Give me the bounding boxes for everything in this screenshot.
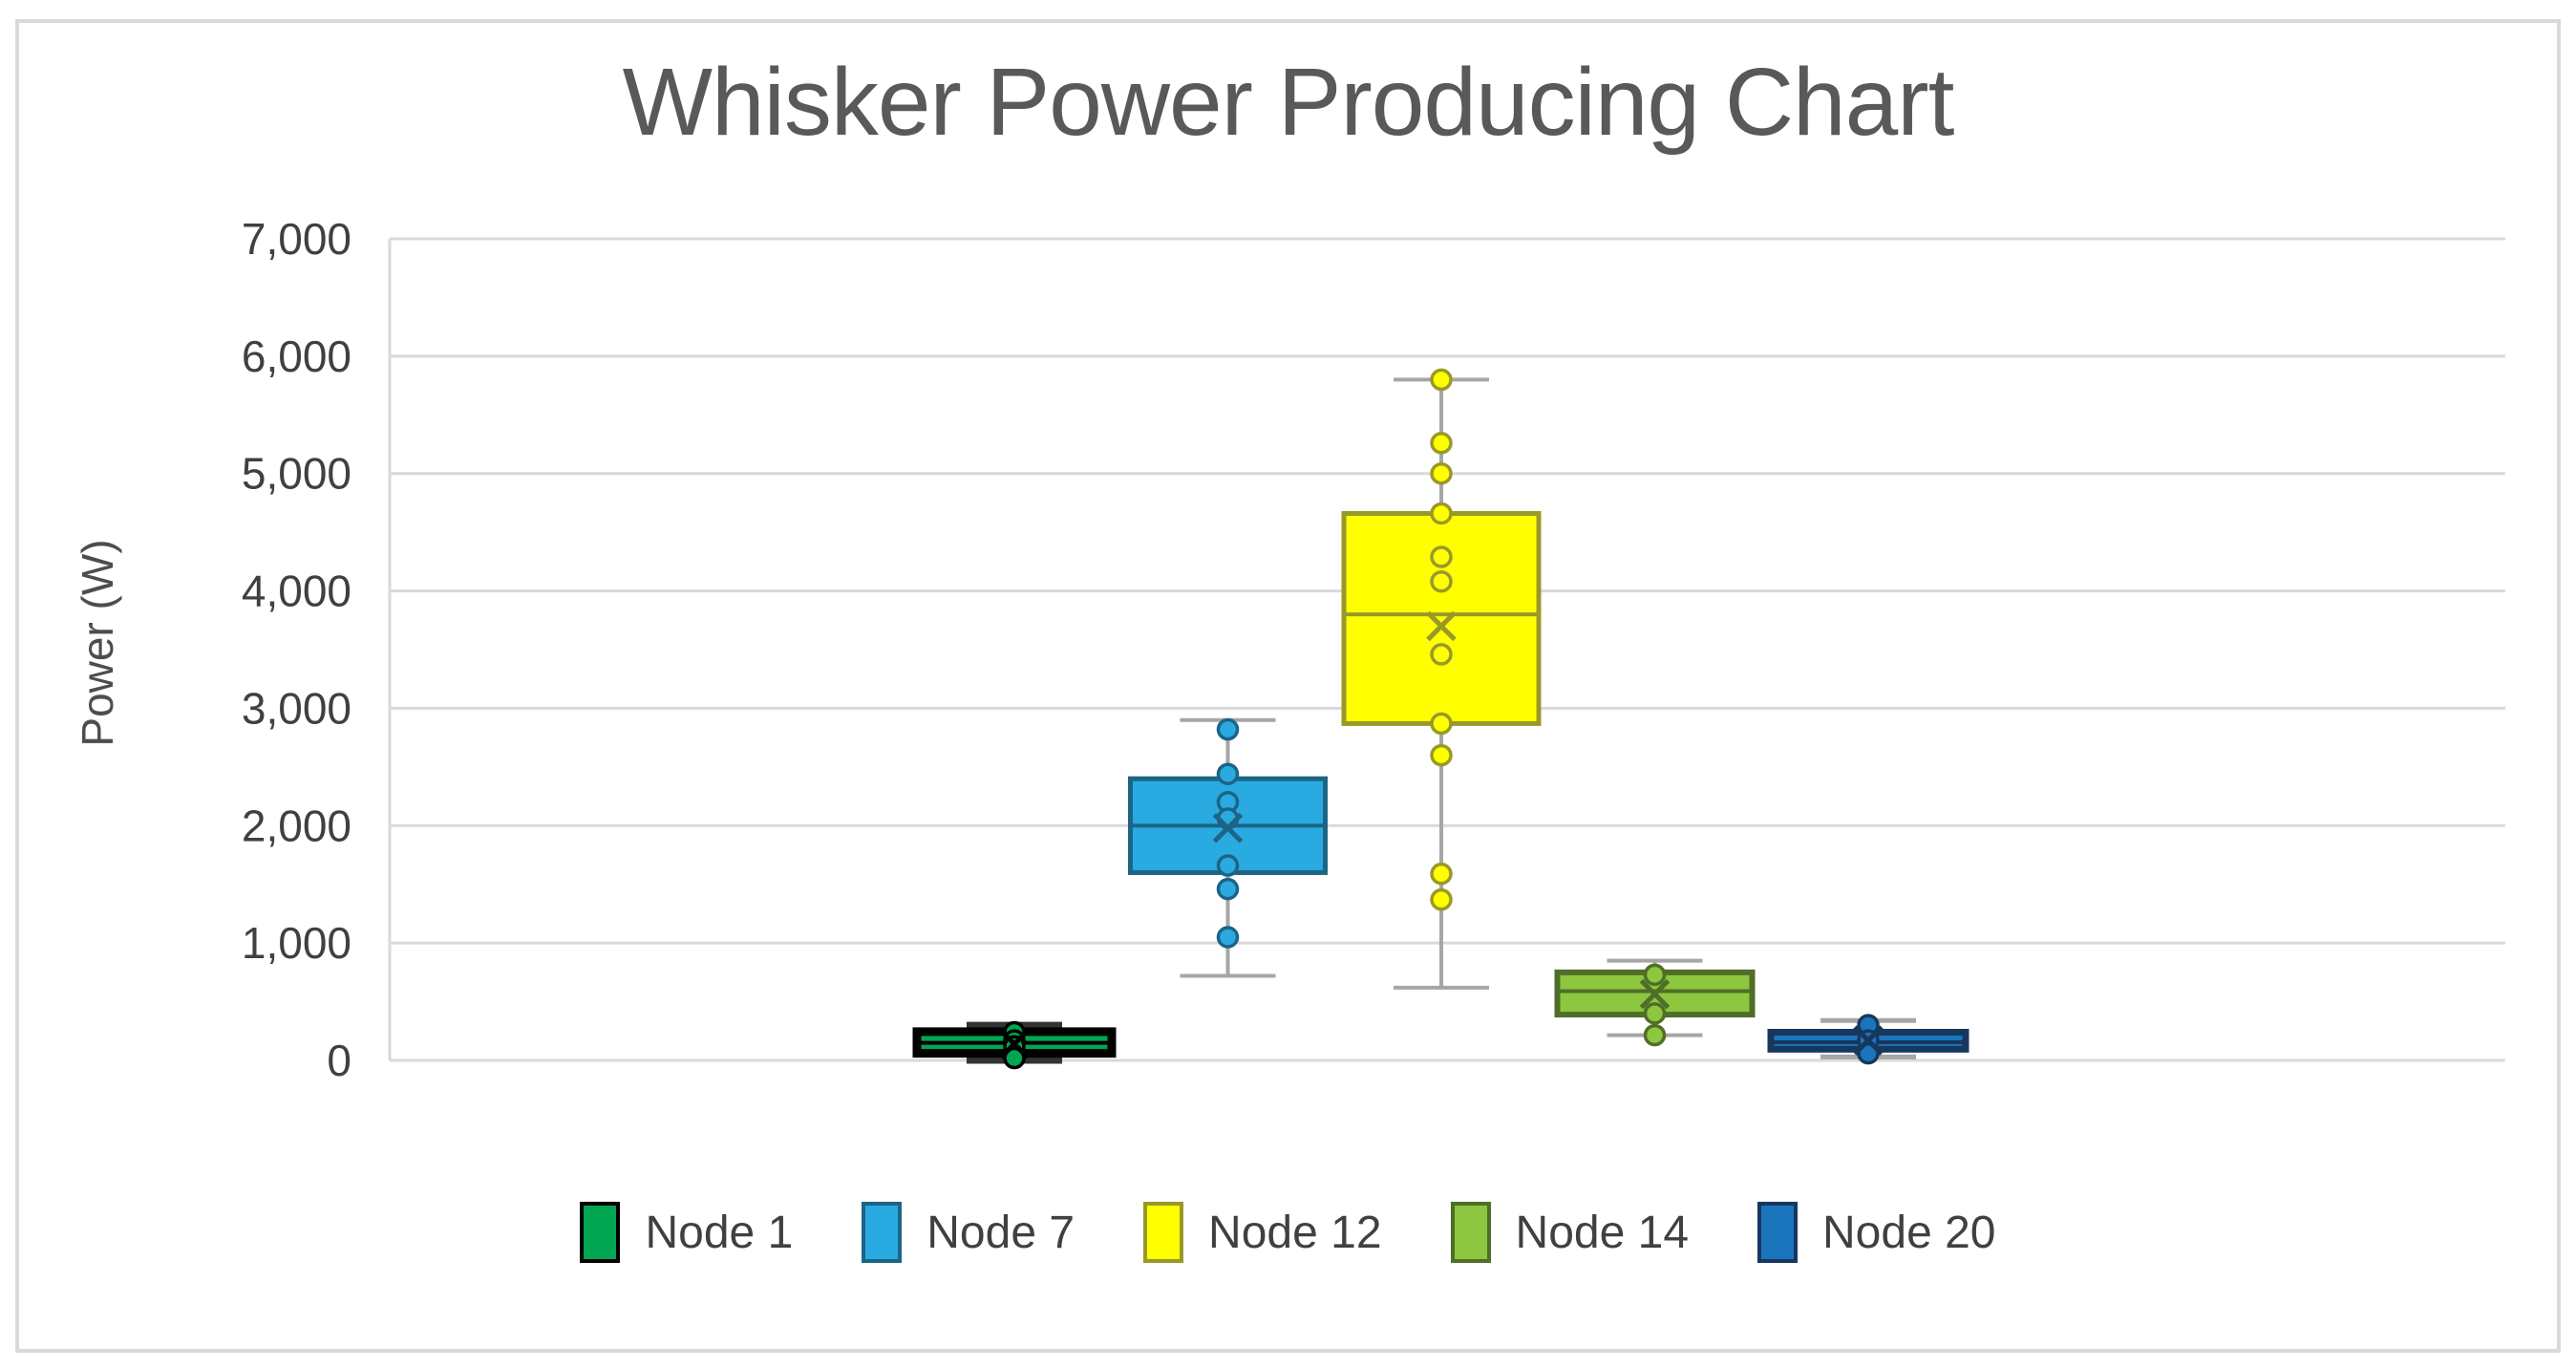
data-point-node-7 <box>1216 877 1240 901</box>
data-point-node-12 <box>1430 432 1453 455</box>
data-point-node-12 <box>1430 643 1453 666</box>
legend-swatch-node-12 <box>1143 1202 1184 1263</box>
legend-item-node-12: Node 12 <box>1143 1202 1382 1263</box>
data-point-node-14 <box>1643 1002 1667 1025</box>
data-point-node-7 <box>1216 854 1240 877</box>
y-tick-label: 1,000 <box>242 918 351 968</box>
legend-label-node-12: Node 12 <box>1208 1207 1382 1258</box>
data-point-node-7 <box>1216 926 1240 949</box>
legend-item-node-7: Node 7 <box>862 1202 1075 1263</box>
y-tick-label: 7,000 <box>242 214 351 264</box>
legend-label-node-14: Node 14 <box>1515 1207 1690 1258</box>
data-point-node-14 <box>1643 1023 1667 1047</box>
legend-swatch-node-20 <box>1757 1202 1799 1263</box>
legend-item-node-20: Node 20 <box>1757 1202 1996 1263</box>
y-tick-label: 2,000 <box>242 801 351 850</box>
chart-title: Whisker Power Producing Chart <box>622 49 1955 156</box>
data-point-node-12 <box>1430 743 1453 767</box>
legend-label-node-1: Node 1 <box>645 1207 794 1258</box>
box-node-12 <box>1341 510 1542 726</box>
data-point-node-12 <box>1430 545 1453 568</box>
data-point-node-7 <box>1216 762 1240 785</box>
data-point-node-12 <box>1430 502 1453 525</box>
y-tick-label: 0 <box>327 1036 351 1085</box>
legend-swatch-node-14 <box>1450 1202 1491 1263</box>
legend-item-node-1: Node 1 <box>580 1202 793 1263</box>
legend-item-node-14: Node 14 <box>1450 1202 1690 1263</box>
chart-outer-border <box>15 19 2561 1353</box>
legend-label-node-20: Node 20 <box>1822 1207 1996 1258</box>
data-point-node-12 <box>1430 461 1453 485</box>
y-tick-label: 3,000 <box>242 683 351 733</box>
legend-swatch-node-1 <box>580 1202 621 1263</box>
y-tick-label: 5,000 <box>242 449 351 499</box>
mean-marker-node-7 <box>1212 812 1244 844</box>
data-point-node-7 <box>1216 717 1240 741</box>
data-point-node-12 <box>1430 712 1453 736</box>
mean-marker-node-20 <box>1853 1025 1884 1056</box>
data-point-node-14 <box>1643 963 1667 987</box>
legend-swatch-node-7 <box>862 1202 903 1263</box>
mean-marker-node-14 <box>1639 978 1671 1010</box>
mean-marker-node-12 <box>1426 610 1457 642</box>
data-point-node-12 <box>1430 368 1453 392</box>
data-point-node-12 <box>1430 569 1453 593</box>
data-point-node-12 <box>1430 887 1453 911</box>
data-point-node-12 <box>1430 862 1453 886</box>
legend: Node 1 Node 7 Node 12 Node 14 Node 20 <box>0 1186 2576 1278</box>
mean-marker-node-1 <box>999 1029 1030 1059</box>
data-point-node-1 <box>1003 1046 1026 1070</box>
y-tick-label: 6,000 <box>242 331 351 381</box>
legend-label-node-7: Node 7 <box>926 1207 1075 1258</box>
y-tick-label: 4,000 <box>242 566 351 616</box>
